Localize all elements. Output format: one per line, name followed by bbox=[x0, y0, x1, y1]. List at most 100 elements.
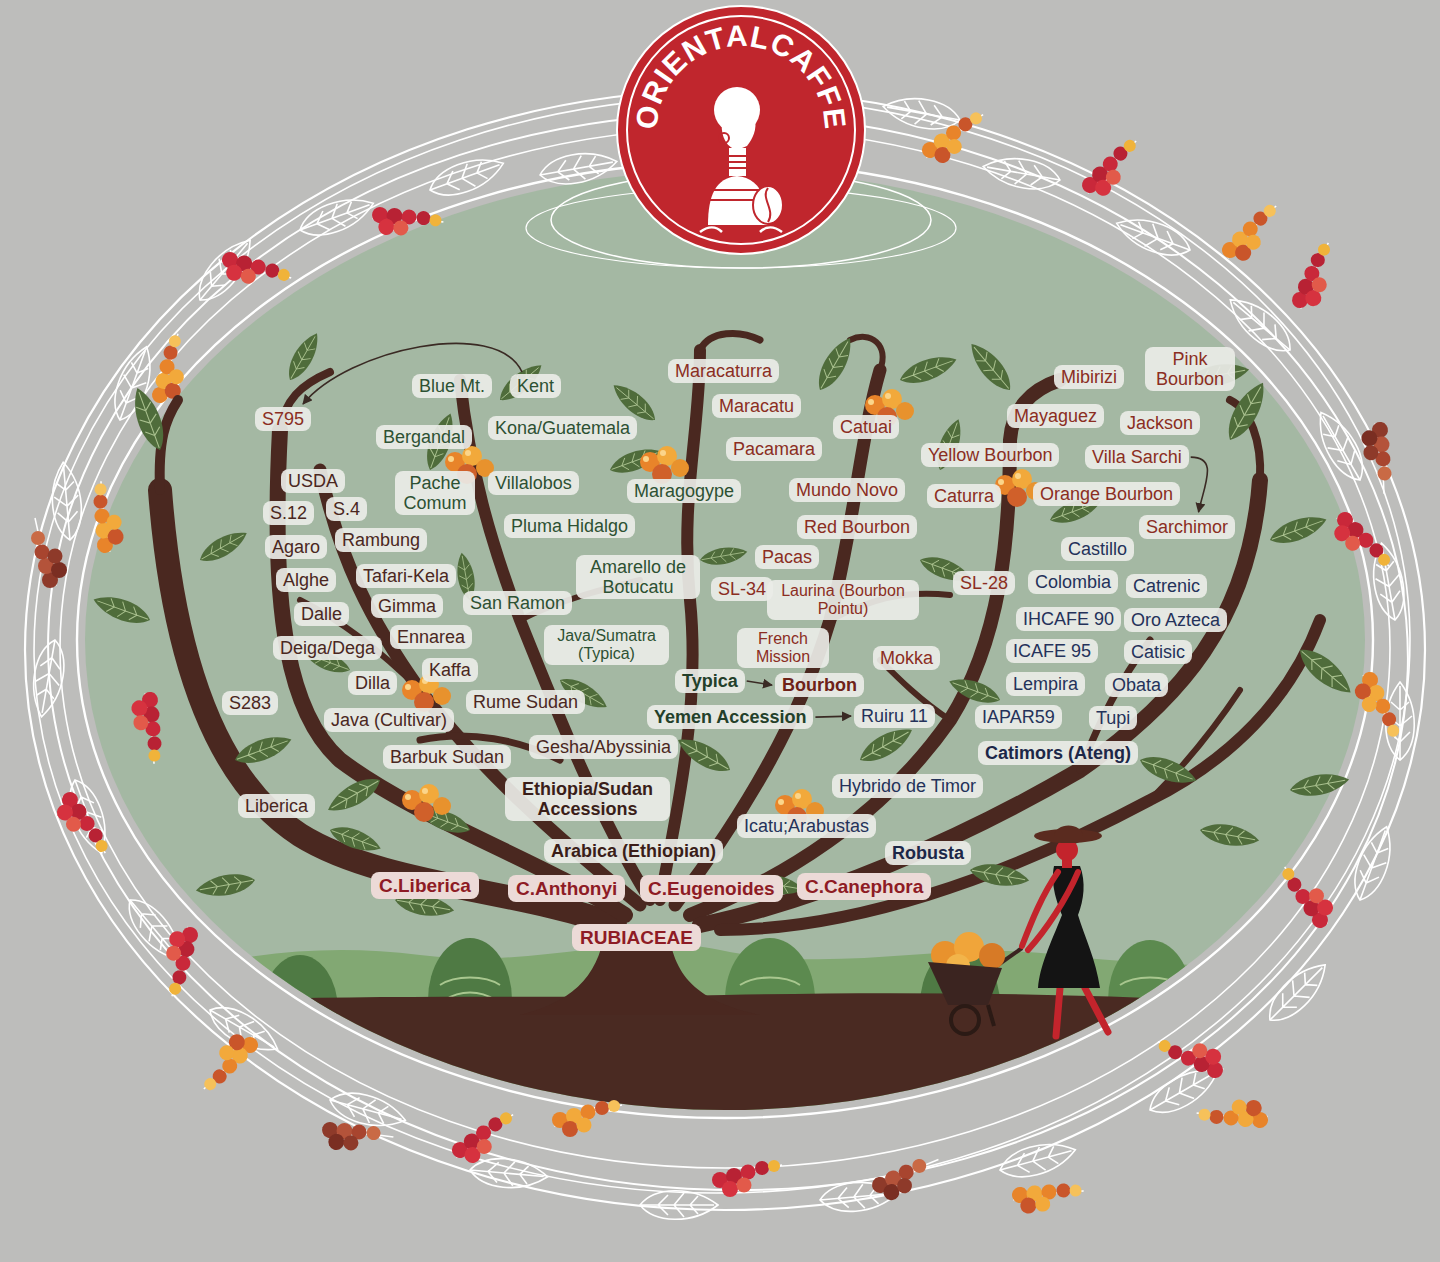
variety-pill: Catrenic bbox=[1126, 574, 1207, 598]
variety-name: Orange Bourbon bbox=[1040, 484, 1173, 504]
variety-pill: Yemen Accession bbox=[647, 705, 813, 729]
cherry-cluster bbox=[84, 480, 133, 555]
variety-name: Blue Mt. bbox=[419, 376, 485, 396]
variety-name: Rambung bbox=[342, 530, 420, 550]
variety-pill: Gesha/Abyssinia bbox=[529, 735, 678, 759]
variety-pill: Robusta bbox=[885, 841, 971, 865]
lineage-arrow bbox=[815, 716, 851, 717]
variety-pill: Pache Comum bbox=[395, 471, 475, 515]
variety-pill: IHCAFE 90 bbox=[1016, 607, 1121, 631]
variety-name: Barbuk Sudan bbox=[390, 747, 504, 767]
variety-name: Caturra bbox=[934, 486, 994, 506]
variety-name: Oro Azteca bbox=[1131, 610, 1220, 630]
barrow-tray bbox=[928, 962, 1002, 1005]
species-pill: C.Canephora bbox=[797, 873, 931, 900]
variety-name: SL-34 bbox=[718, 579, 766, 599]
variety-pill: Mokka bbox=[873, 646, 940, 670]
variety-name: Villa Sarchi bbox=[1092, 447, 1182, 467]
variety-pill: Ethiopia/Sudan Accessions bbox=[505, 777, 670, 821]
cherry-cluster bbox=[367, 193, 445, 252]
leaf bbox=[282, 329, 325, 385]
variety-name: Ennarea bbox=[397, 627, 465, 647]
variety-pill: Alghe bbox=[276, 568, 336, 592]
variety-name: Mokka bbox=[880, 648, 933, 668]
variety-name: Bergandal bbox=[383, 427, 465, 447]
variety-name: C.Liberica bbox=[379, 875, 471, 896]
variety-pill: French Mission bbox=[737, 628, 829, 668]
variety-name: Amarello de Botucatu bbox=[583, 557, 693, 597]
cherry-cluster bbox=[1213, 202, 1292, 269]
variety-pill: Liberica bbox=[238, 794, 315, 818]
ring bbox=[77, 162, 1373, 1118]
variety-name: Lempira bbox=[1013, 674, 1078, 694]
cherry-cluster bbox=[1155, 1017, 1232, 1090]
variety-pill: Barbuk Sudan bbox=[383, 745, 511, 769]
variety-name: Catisic bbox=[1131, 642, 1185, 662]
variety-pill: Hybrido de Timor bbox=[832, 774, 983, 798]
variety-name: Jackson bbox=[1127, 413, 1193, 433]
variety-name: Kent bbox=[517, 376, 554, 396]
cherry-cluster bbox=[317, 1109, 395, 1167]
cherry-cluster bbox=[869, 1156, 944, 1204]
sketch-leaf bbox=[981, 152, 1063, 194]
cherry-cluster bbox=[1326, 503, 1393, 582]
variety-name: Yemen Accession bbox=[654, 707, 806, 727]
variety-name: French Mission bbox=[744, 630, 822, 666]
leaf bbox=[90, 590, 153, 630]
variety-name: Dalle bbox=[301, 604, 342, 624]
logo-disc bbox=[617, 6, 865, 254]
variety-pill: Laurina (Bourbon Pointu) bbox=[767, 580, 919, 620]
sketch-leaf bbox=[640, 1191, 718, 1220]
variety-name: Robusta bbox=[892, 843, 964, 863]
leaf bbox=[968, 860, 1031, 890]
variety-pill: Pluma Hidalgo bbox=[504, 514, 635, 538]
farmer-legs bbox=[1056, 988, 1108, 1036]
cherry-cluster bbox=[31, 518, 67, 588]
sketch-leaf bbox=[49, 461, 84, 541]
variety-name: Kaffa bbox=[429, 660, 471, 680]
cherry-cluster bbox=[916, 110, 994, 169]
variety-name: San Ramon bbox=[470, 593, 565, 613]
variety-name: Pacas bbox=[762, 547, 812, 567]
lineage-arrow bbox=[1191, 457, 1208, 512]
variety-name: Laurina (Bourbon Pointu) bbox=[774, 582, 912, 618]
variety-pill: Bergandal bbox=[376, 425, 472, 449]
logo-laurel bbox=[700, 228, 782, 233]
variety-name: Alghe bbox=[283, 570, 329, 590]
variety-pill: Kona/Guatemala bbox=[488, 416, 637, 440]
variety-name: Red Bourbon bbox=[804, 517, 910, 537]
variety-pill: S.4 bbox=[326, 497, 367, 521]
leaf bbox=[194, 870, 257, 900]
variety-pill: Agaro bbox=[265, 535, 327, 559]
variety-pill: Rambung bbox=[335, 528, 427, 552]
species-pill: RUBIACEAE bbox=[572, 924, 701, 951]
variety-name: Tupi bbox=[1096, 708, 1130, 728]
variety-name: S.12 bbox=[270, 503, 307, 523]
variety-name: Dilla bbox=[355, 673, 390, 693]
variety-pill: Tupi bbox=[1089, 706, 1137, 730]
variety-name: SL-28 bbox=[960, 573, 1008, 593]
leaf bbox=[897, 350, 960, 390]
variety-name: Yellow Bourbon bbox=[928, 445, 1052, 465]
cherry-cluster bbox=[215, 239, 294, 306]
cherry-cluster bbox=[552, 1100, 622, 1137]
variety-name: Pache Comum bbox=[402, 473, 468, 513]
landscape bbox=[60, 938, 1390, 1130]
farmer-arms bbox=[1022, 872, 1078, 950]
variety-pill: Rume Sudan bbox=[466, 690, 585, 714]
leaf bbox=[232, 730, 295, 770]
cherry-cluster bbox=[712, 1160, 782, 1197]
farmer-hat-crown bbox=[1054, 826, 1083, 837]
variety-name: Rume Sudan bbox=[473, 692, 578, 712]
variety-name: Java (Cultivar) bbox=[331, 710, 447, 730]
variety-pill: Amarello de Botucatu bbox=[576, 555, 700, 599]
variety-pill: Arabica (Ethiopian) bbox=[544, 839, 723, 863]
variety-name: Liberica bbox=[245, 796, 308, 816]
variety-name: C.Canephora bbox=[805, 876, 923, 897]
variety-pill: Maragogype bbox=[627, 479, 741, 503]
variety-name: Catuai bbox=[840, 417, 892, 437]
variety-name: C.Anthonyi bbox=[516, 878, 617, 899]
sketch-leaves bbox=[27, 92, 1414, 1219]
